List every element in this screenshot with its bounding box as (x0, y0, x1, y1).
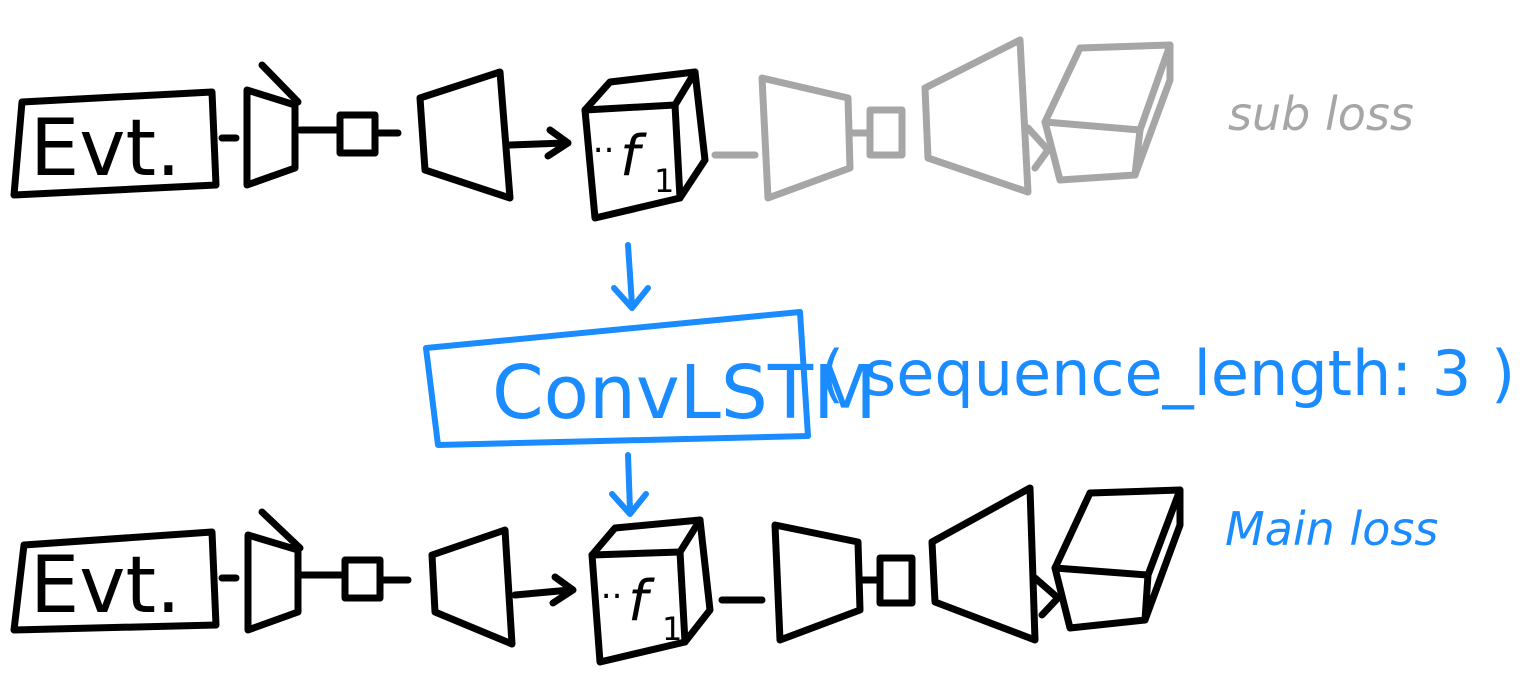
bottom-loss-label: Main loss (1225, 502, 1438, 556)
arrow-down-bottom (609, 452, 649, 517)
bottom-feature-cube: ... f 1 (588, 516, 714, 666)
top-evt-label: Evt. (30, 104, 181, 194)
top-feature-subscript: 1 (654, 162, 674, 200)
top-feature-dots: ... (582, 121, 614, 161)
convlstm-section: ConvLSTM ( sequence_length: 3 ) (423, 242, 1515, 517)
bottom-output-cube (1051, 486, 1184, 632)
bottom-evt-label: Evt. (30, 541, 181, 631)
bottom-pipeline: Evt. ... f 1 Main loss (10, 484, 1438, 666)
top-faded-decoder (921, 36, 1032, 196)
top-latent-square (336, 111, 379, 157)
top-arrow-to-feature (506, 126, 572, 160)
bottom-encoder-2 (771, 521, 864, 644)
top-faded-output-cube (1041, 41, 1174, 184)
top-faded-latent (866, 106, 906, 159)
top-encoder-flare (258, 61, 302, 106)
bottom-encoder-flare (258, 508, 304, 552)
bottom-feature-dots: ... (590, 567, 622, 607)
top-faded-arrow (1024, 124, 1052, 172)
bottom-latent-2 (876, 554, 916, 607)
bottom-decoder-2 (928, 484, 1039, 644)
top-loss-label: sub loss (1228, 87, 1414, 141)
convlstm-label: ConvLSTM (492, 350, 877, 436)
top-encoder-shape (243, 86, 299, 189)
bottom-feature-subscript: 1 (662, 610, 682, 648)
top-faded-branch: sub loss (711, 36, 1414, 202)
top-faded-encoder (758, 74, 854, 202)
bottom-latent-square (341, 556, 384, 602)
bottom-evt-box: Evt. (10, 528, 220, 634)
bottom-encoder-shape (244, 531, 302, 634)
top-evt-box: Evt. (10, 88, 220, 199)
top-feature-label: f (620, 124, 647, 189)
arrow-down-top (611, 242, 651, 311)
bottom-arrow-to-feature (511, 573, 577, 607)
top-pipeline: Evt. ... f 1 (10, 36, 1414, 222)
bottom-feature-label: f (628, 569, 655, 634)
bottom-arrow-to-output (1031, 574, 1062, 619)
convlstm-box: ConvLSTM (423, 309, 877, 448)
convlstm-params: ( sequence_length: 3 ) (820, 337, 1515, 410)
bottom-decoder-shape (428, 526, 516, 648)
top-decoder-shape (416, 68, 514, 202)
top-feature-cube: ... f 1 (581, 68, 709, 222)
